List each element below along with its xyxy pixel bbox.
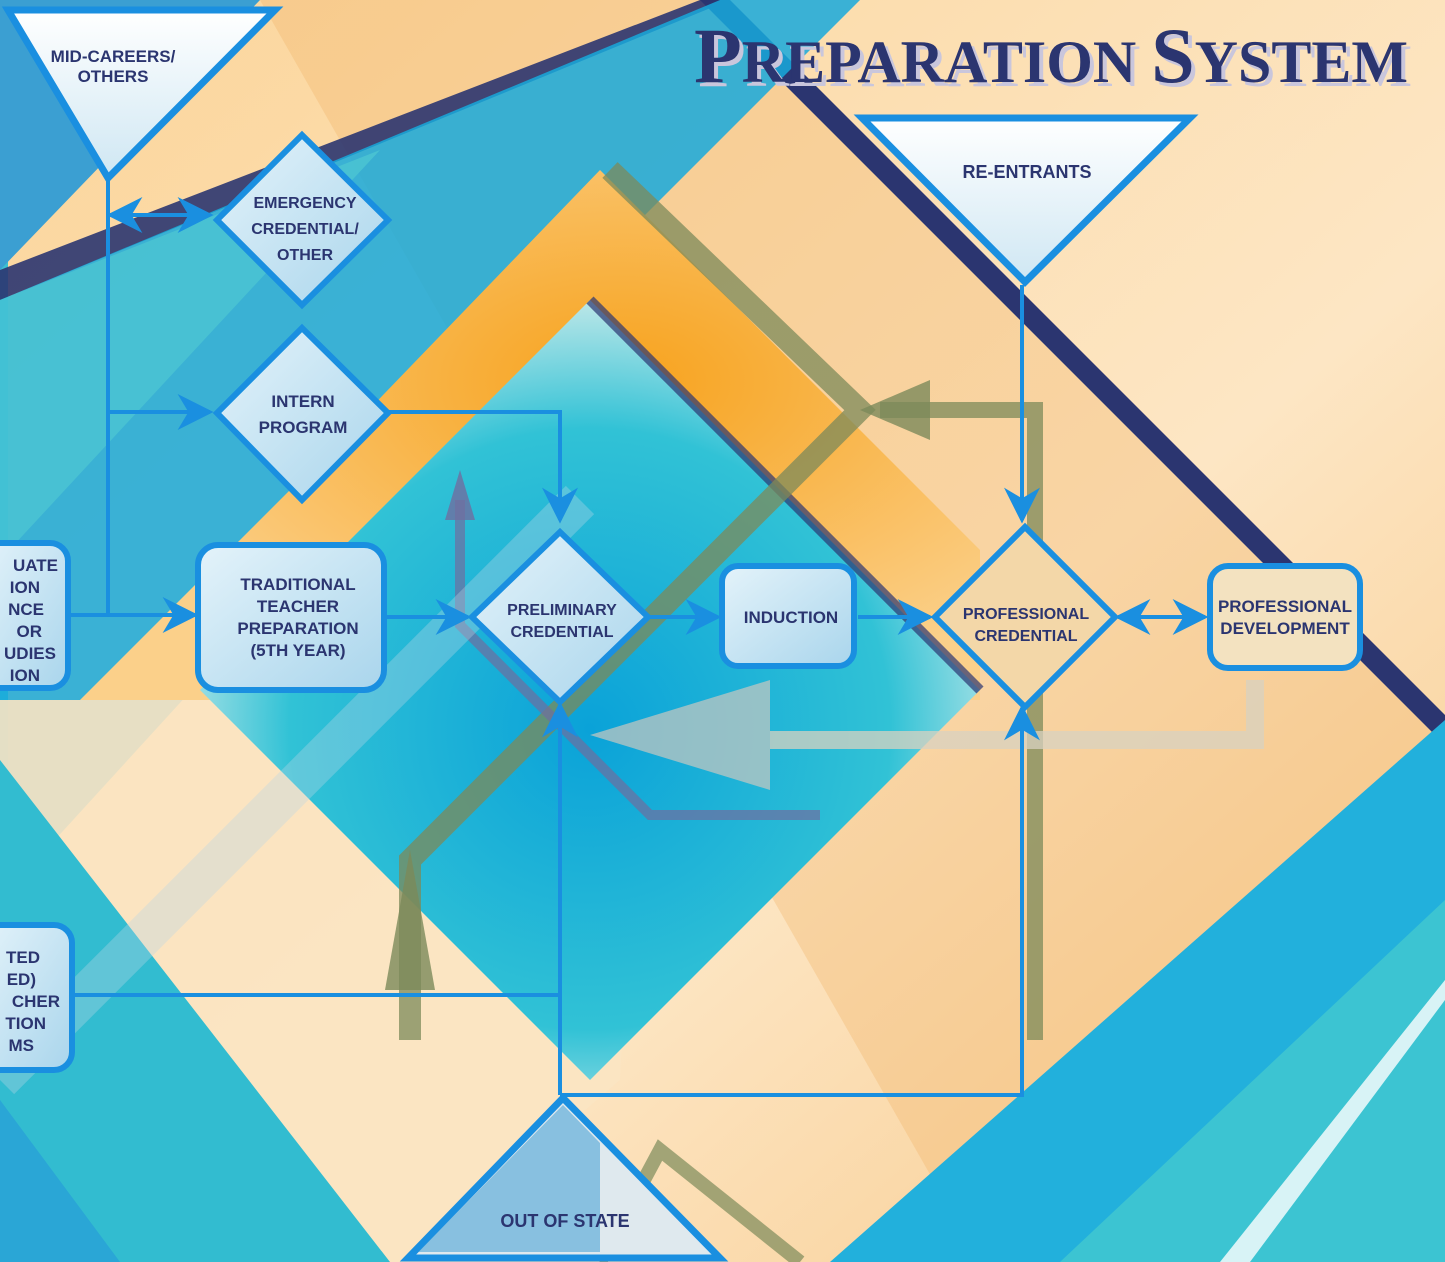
olive-return-path xyxy=(880,402,1043,1040)
integrated-line4: TION xyxy=(5,1014,46,1033)
node-preliminary-credential: PRELIMINARY CREDENTIAL xyxy=(467,527,653,707)
emergency-line2: CREDENTIAL/ xyxy=(251,221,359,238)
undergraduate-line5: UDIES xyxy=(4,644,56,663)
connectors xyxy=(10,180,1209,1097)
emergency-line1: EMERGENCY xyxy=(253,195,356,212)
undergraduate-line4: OR xyxy=(17,622,43,641)
mid-careers-line2: OTHERS xyxy=(78,67,149,86)
re-entrants-triangle xyxy=(853,114,1199,287)
light-diagonal-band xyxy=(0,485,595,1095)
node-professional-credential: PROFESSIONAL CREDENTIAL xyxy=(930,522,1120,712)
bg-cyan-lower-left xyxy=(0,760,390,1262)
node-professional-development: PROFESSIONAL DEVELOPMENT xyxy=(1207,563,1363,671)
induction-box xyxy=(719,563,857,669)
undergraduate-line2: ION xyxy=(10,578,40,597)
bg-navy-diagonal xyxy=(700,0,1445,745)
grey-arrowhead xyxy=(590,680,770,790)
node-integrated-programs-cut: TED ED) CHER TION MS xyxy=(0,922,75,1073)
traditional-box xyxy=(195,542,387,693)
connector-intern-preliminary xyxy=(388,410,578,524)
node-undergraduate-cut: UATE ION NCE OR UDIES ION xyxy=(0,540,71,691)
node-induction: INDUCTION xyxy=(719,563,857,669)
integrated-line5: MS xyxy=(9,1036,35,1055)
professional-development-line1: PROFESSIONAL xyxy=(1218,597,1352,616)
traditional-line1: TRADITIONAL xyxy=(240,575,355,594)
connector-outofstate-professional xyxy=(560,704,1040,1097)
olive-arrowhead-up xyxy=(385,850,435,990)
bg-cyan-right xyxy=(1060,900,1445,1262)
emergency-line3: OTHER xyxy=(277,247,333,264)
re-entrants-label: RE-ENTRANTS xyxy=(963,162,1092,182)
node-intern-program: INTERN PROGRAM xyxy=(212,323,393,505)
page-title: PREPARATION SYSTEM xyxy=(694,12,1408,99)
purple-arrowhead xyxy=(445,470,475,520)
professional-credential-diamond xyxy=(930,522,1120,712)
integrated-line1: TED xyxy=(6,948,40,967)
professional-development-box xyxy=(1207,563,1363,671)
node-re-entrants: RE-ENTRANTS xyxy=(853,114,1199,287)
intern-diamond xyxy=(212,323,393,505)
integrated-box xyxy=(0,922,75,1073)
mid-careers-triangle xyxy=(1,6,284,184)
bg-blue-corner xyxy=(0,1100,120,1262)
integrated-line3: CHER xyxy=(12,992,60,1011)
induction-label: INDUCTION xyxy=(744,608,838,627)
intern-line1: INTERN xyxy=(271,392,334,411)
olive-arrowhead-left xyxy=(860,380,930,440)
preliminary-line1: PRELIMINARY xyxy=(507,602,617,619)
undergraduate-line1: UATE xyxy=(13,556,58,575)
undergraduate-line3: NCE xyxy=(8,600,44,619)
traditional-line3: PREPARATION xyxy=(237,619,358,638)
undergraduate-line6: ION xyxy=(10,666,40,685)
node-out-of-state: OUT OF STATE xyxy=(399,1092,729,1262)
bg-white-stripe xyxy=(1220,980,1445,1262)
professional-development-line2: DEVELOPMENT xyxy=(1220,619,1350,638)
professional-credential-line1: PROFESSIONAL xyxy=(963,606,1089,623)
mid-careers-line1: MID-CAREERS/ xyxy=(51,47,176,66)
out-of-state-shade xyxy=(418,1105,600,1252)
integrated-line2: ED) xyxy=(7,970,36,989)
grey-return-path xyxy=(770,680,1264,749)
node-emergency-credential: EMERGENCY CREDENTIAL/ OTHER xyxy=(212,130,393,310)
undergraduate-box xyxy=(0,540,71,691)
professional-credential-line2: CREDENTIAL xyxy=(974,628,1077,645)
out-of-state-label: OUT OF STATE xyxy=(500,1211,629,1231)
traditional-line2: TEACHER xyxy=(257,597,339,616)
intern-line2: PROGRAM xyxy=(259,418,348,437)
preliminary-diamond xyxy=(467,527,653,707)
node-mid-careers: MID-CAREERS/ OTHERS xyxy=(1,6,284,184)
preliminary-line2: CREDENTIAL xyxy=(510,624,613,641)
emergency-diamond xyxy=(212,130,393,310)
node-traditional-teacher-preparation: TRADITIONAL TEACHER PREPARATION (5TH YEA… xyxy=(195,542,387,693)
title-shadow: PREPARATION SYSTEM xyxy=(698,16,1412,103)
traditional-line4: (5TH YEAR) xyxy=(250,641,345,660)
